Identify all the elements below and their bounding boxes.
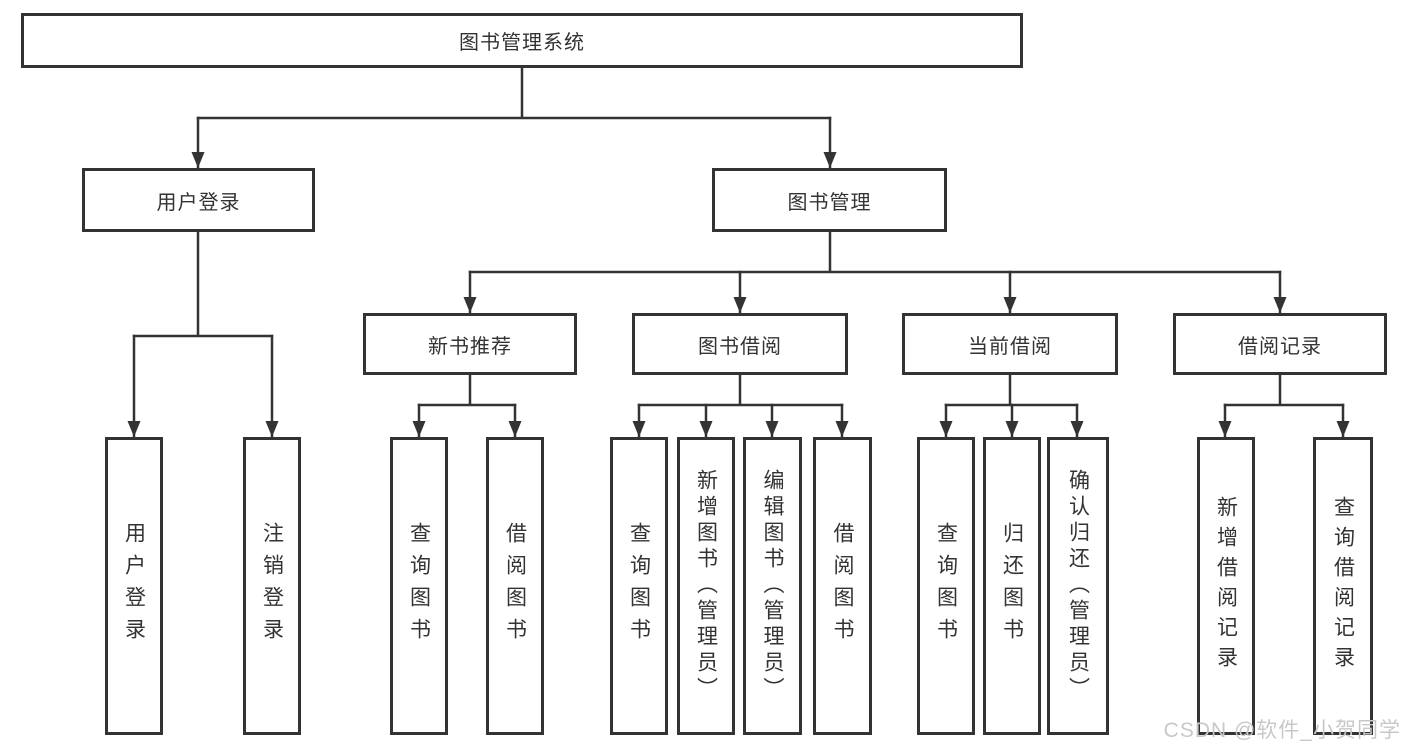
leaf-label: 编辑图书（管理员） (761, 469, 784, 703)
node-book-mgmt-label: 图书管理 (787, 191, 872, 214)
leaf-label: 新增借阅记录 (1214, 496, 1238, 676)
node-borrow-records: 借阅记录 (1173, 313, 1387, 375)
leaf-label: 借阅图书 (831, 522, 854, 650)
node-leaf-rec-borrow-book: 借阅图书 (486, 437, 544, 735)
node-borrow-records-label: 借阅记录 (1238, 335, 1322, 358)
node-user-login: 用户登录 (82, 168, 315, 232)
node-leaf-cb-return-book: 归还图书 (983, 437, 1041, 735)
node-leaf-logout: 注销登录 (243, 437, 301, 735)
node-new-book-rec-label: 新书推荐 (428, 335, 512, 358)
node-leaf-bb-query-book: 查询图书 (610, 437, 668, 735)
leaf-label: 注销登录 (260, 522, 284, 650)
node-leaf-cb-confirm-return: 确认归还（管理员） (1047, 437, 1109, 735)
node-leaf-bb-add-book: 新增图书（管理员） (677, 437, 735, 735)
node-current-borrow: 当前借阅 (902, 313, 1118, 375)
leaf-label: 新增图书（管理员） (694, 469, 718, 703)
leaf-label: 用户登录 (122, 522, 146, 650)
leaf-label: 查询借阅记录 (1331, 496, 1355, 676)
node-book-borrow: 图书借阅 (632, 313, 848, 375)
node-book-borrow-label: 图书借阅 (698, 335, 782, 358)
leaf-label: 查询图书 (934, 522, 958, 650)
tree-rails (132, 66, 1345, 407)
leaf-label: 借阅图书 (503, 522, 527, 650)
leaf-label: 归还图书 (1000, 522, 1024, 650)
csdn-watermark: CSDN @软件_小贺同学 (1163, 719, 1401, 742)
node-leaf-user-login: 用户登录 (105, 437, 163, 735)
node-leaf-cb-query-book: 查询图书 (917, 437, 975, 735)
leaf-label: 查询图书 (407, 522, 431, 650)
node-leaf-bb-edit-book: 编辑图书（管理员） (743, 437, 802, 735)
node-user-login-label: 用户登录 (156, 191, 241, 214)
node-root: 图书管理系统 (21, 13, 1023, 68)
node-leaf-br-query-record: 查询借阅记录 (1313, 437, 1373, 735)
node-current-borrow-label: 当前借阅 (968, 335, 1052, 358)
node-leaf-rec-query-book: 查询图书 (390, 437, 448, 735)
node-book-mgmt: 图书管理 (712, 168, 947, 232)
node-root-label: 图书管理系统 (459, 32, 585, 54)
leaf-label: 确认归还（管理员） (1066, 469, 1090, 703)
node-leaf-bb-borrow-book: 借阅图书 (813, 437, 872, 735)
node-leaf-br-add-record: 新增借阅记录 (1197, 437, 1255, 735)
leaf-label: 查询图书 (627, 522, 651, 650)
node-new-book-rec: 新书推荐 (363, 313, 577, 375)
